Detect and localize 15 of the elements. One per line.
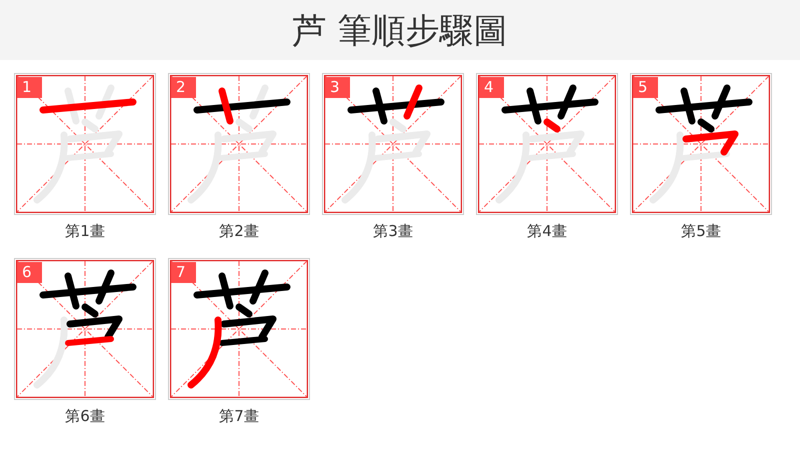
step-caption: 第7畫 <box>219 407 259 425</box>
step-caption: 第5畫 <box>681 222 721 240</box>
step-caption: 第1畫 <box>65 222 105 240</box>
step-number-badge: 7 <box>171 262 196 283</box>
step-number-badge: 2 <box>171 77 196 98</box>
step-number-badge: 4 <box>479 77 504 98</box>
step-caption: 第2畫 <box>219 222 259 240</box>
step-caption: 第6畫 <box>65 407 105 425</box>
page-title: 芦 筆順步驟圖 <box>292 11 508 52</box>
step-caption: 第3畫 <box>373 222 413 240</box>
step-number-badge: 3 <box>325 77 350 98</box>
step-number-badge: 6 <box>17 262 42 283</box>
step-number-badge: 5 <box>633 77 658 98</box>
step-number-badge: 1 <box>17 77 42 98</box>
step-caption: 第4畫 <box>527 222 567 240</box>
